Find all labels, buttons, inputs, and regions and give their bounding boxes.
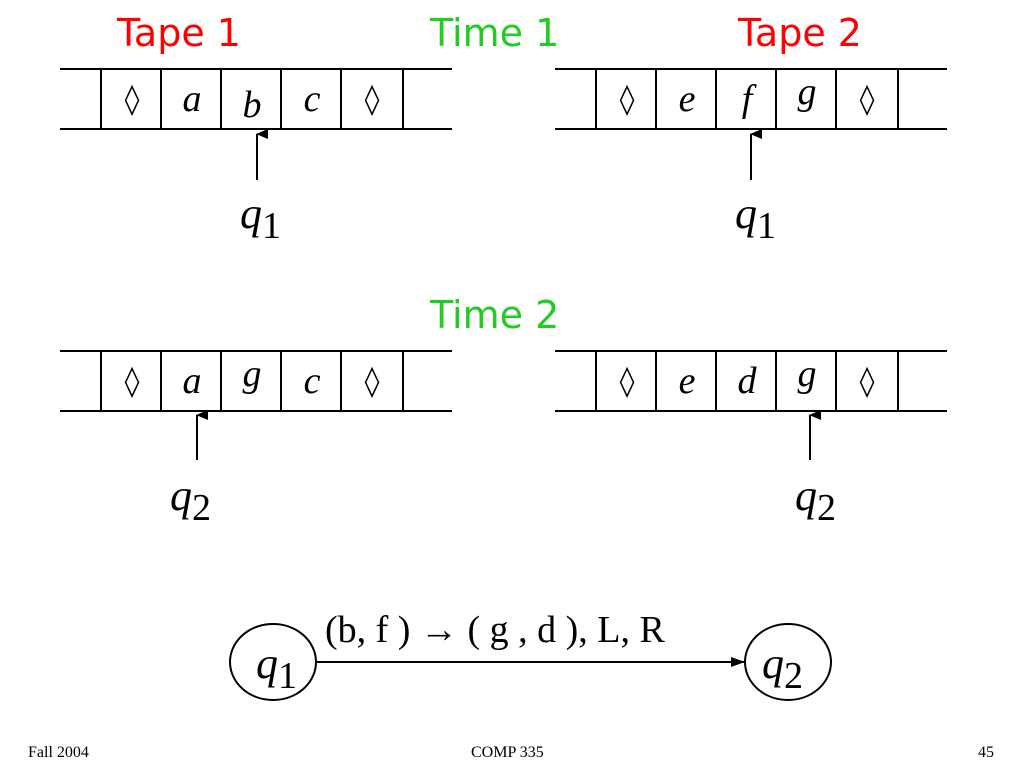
state-letter: q	[240, 189, 262, 238]
blank-symbol: ◊	[619, 81, 635, 117]
blank-symbol: ◊	[859, 363, 875, 399]
blank-symbol: ◊	[364, 363, 380, 399]
footer-date: Fall 2004	[28, 744, 89, 761]
tape-symbol: g	[797, 71, 817, 113]
state-subscript: 1	[262, 205, 281, 247]
tape-cell: ◊	[595, 350, 657, 412]
tape-symbol: a	[182, 360, 202, 402]
tape-symbol: e	[678, 78, 696, 120]
tape-symbol: b	[242, 84, 262, 126]
tape-symbol: d	[737, 360, 757, 402]
tape-symbol: c	[303, 78, 321, 120]
tape-time2-tape1: ◊ a g c ◊	[60, 350, 452, 412]
tape-symbol: g	[242, 353, 262, 395]
state-letter: q	[735, 189, 757, 238]
time1-header: Time 1	[430, 11, 560, 55]
state-subscript: 1	[278, 655, 297, 697]
state-letter: q	[256, 639, 278, 688]
state-subscript: 2	[192, 487, 211, 529]
tape-cell: ◊	[100, 350, 162, 412]
blank-symbol: ◊	[364, 81, 380, 117]
tape-cell: c	[280, 68, 342, 130]
footer-course: COMP 335	[471, 744, 544, 761]
tape-cell: ◊	[595, 68, 657, 130]
tape-cell: ◊	[835, 350, 899, 412]
blank-symbol: ◊	[124, 363, 140, 399]
tape-cell: ◊	[100, 68, 162, 130]
head-state-time2-tape2: q2	[795, 470, 836, 529]
tape-cell: a	[160, 68, 222, 130]
tape-cell: a	[160, 350, 222, 412]
state-subscript: 1	[757, 205, 776, 247]
tape-cell: d	[715, 350, 777, 412]
blank-symbol: ◊	[124, 81, 140, 117]
head-state-time1-tape2: q1	[735, 188, 776, 247]
tape-cell: c	[280, 350, 342, 412]
state-subscript: 2	[817, 487, 836, 529]
tape1-header: Tape 1	[117, 11, 241, 55]
tape-symbol: a	[182, 78, 202, 120]
transition-from-state: q1	[256, 638, 297, 697]
tape2-header: Tape 2	[738, 11, 862, 55]
tape-cell: ◊	[340, 350, 404, 412]
transition-to-state: q2	[762, 638, 803, 697]
tape-cell: e	[655, 350, 717, 412]
tape-cell: b	[220, 68, 282, 130]
state-letter: q	[762, 639, 784, 688]
tape-cell: e	[655, 68, 717, 130]
state-letter: q	[170, 471, 192, 520]
tape-cell: ◊	[340, 68, 404, 130]
tape-cell: g	[775, 350, 837, 412]
head-state-time1-tape1: q1	[240, 188, 281, 247]
tape-cell: g	[220, 350, 282, 412]
tape-cell: g	[775, 68, 837, 130]
tape-cell: ◊	[835, 68, 899, 130]
blank-symbol: ◊	[619, 363, 635, 399]
state-node-q2	[744, 623, 832, 701]
tape-symbol: f	[741, 78, 753, 120]
state-letter: q	[795, 471, 817, 520]
footer-page-number: 45	[978, 744, 994, 761]
blank-symbol: ◊	[859, 81, 875, 117]
tape-symbol: e	[678, 360, 696, 402]
head-state-time2-tape1: q2	[170, 470, 211, 529]
state-subscript: 2	[784, 655, 803, 697]
tape-time2-tape2: ◊ e d g ◊	[555, 350, 947, 412]
tape-symbol: c	[303, 360, 321, 402]
transition-label: (b, f ) → ( g , d ), L, R	[325, 609, 665, 651]
tape-cell: f	[715, 68, 777, 130]
time2-header: Time 2	[430, 293, 560, 337]
tape-symbol: g	[797, 353, 817, 395]
